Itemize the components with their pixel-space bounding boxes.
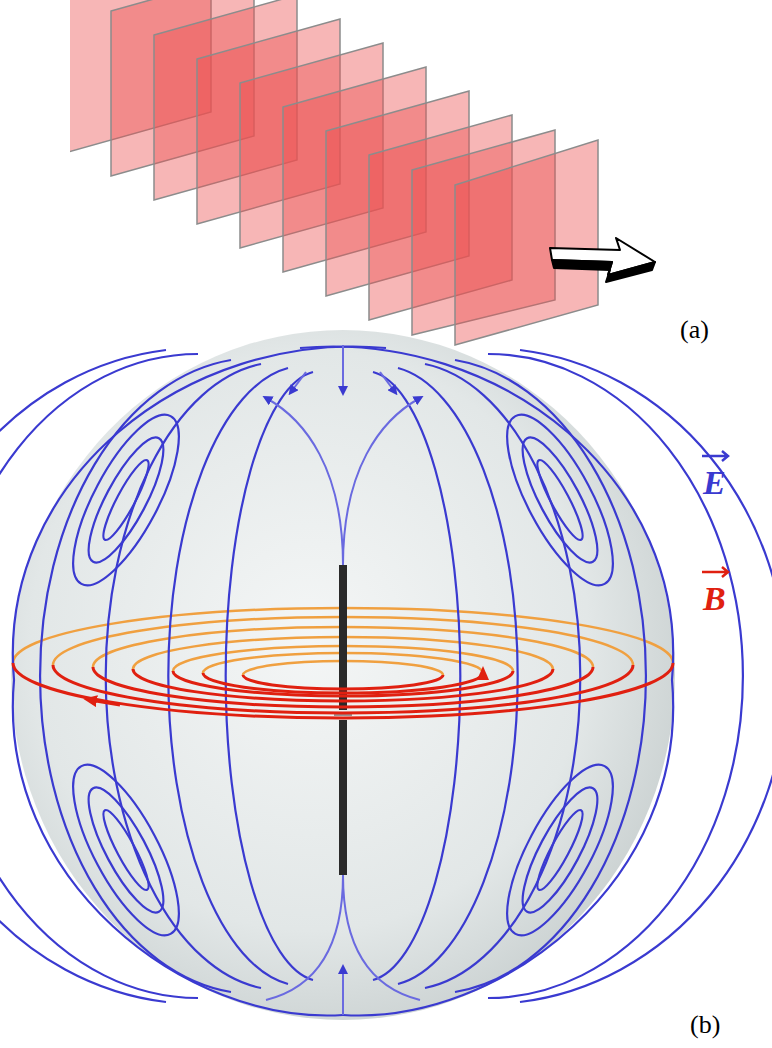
sphere	[11, 330, 675, 1020]
panel-label: (b)	[690, 1012, 720, 1038]
propagation-arrow	[550, 238, 655, 282]
field-symbol: B	[703, 582, 726, 616]
axis-lines	[266, 345, 420, 1015]
dipole-antenna	[334, 565, 352, 875]
wave-fronts	[70, 0, 598, 345]
field-symbol: E	[703, 466, 726, 500]
panel-label: (a)	[680, 317, 709, 343]
b-field-front	[13, 663, 673, 718]
e-field-lines	[0, 347, 772, 1016]
vector-arrows	[702, 451, 728, 577]
